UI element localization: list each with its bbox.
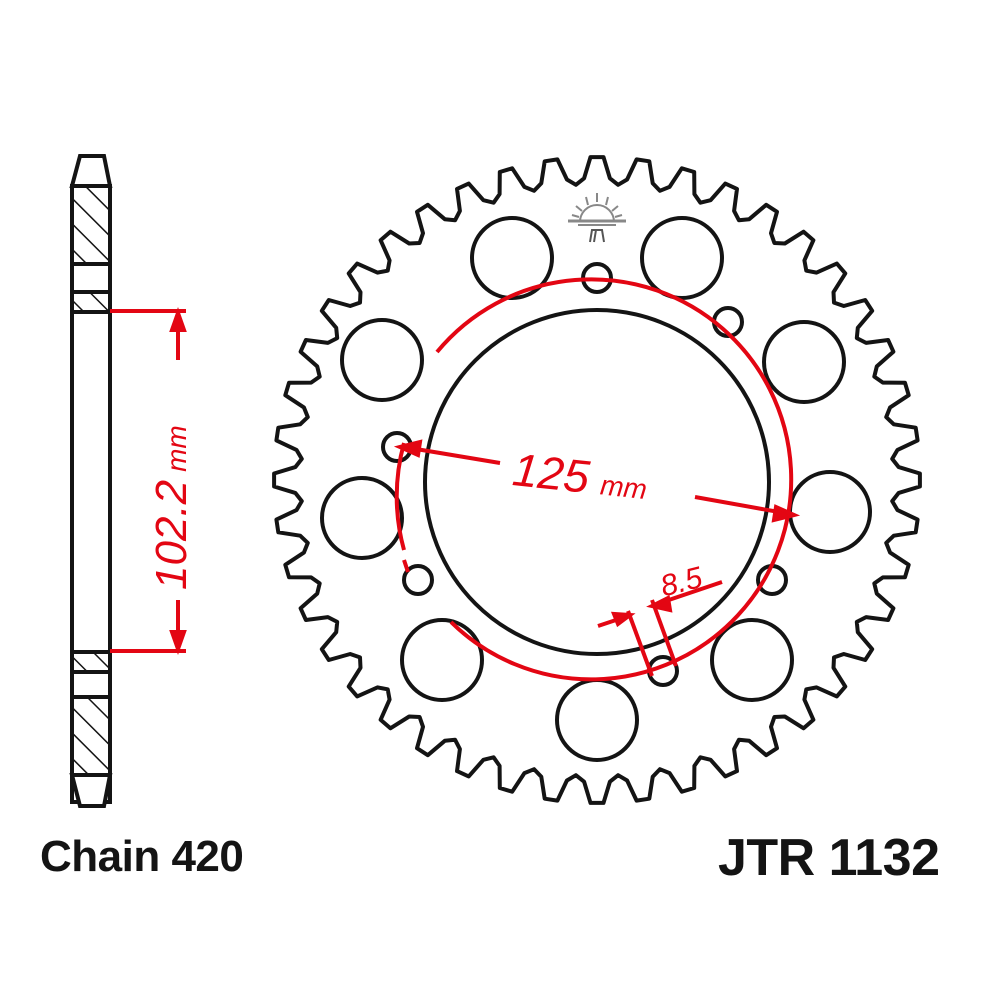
width-dimension [110, 306, 187, 656]
sprocket-teeth-outline [272, 155, 922, 805]
lightening-hole [340, 318, 424, 402]
chain-size-label: Chain 420 [40, 832, 244, 881]
hatch-upper-hub [70, 290, 112, 314]
lightening-hole [555, 678, 639, 762]
part-number-label: JTR 1132 [718, 829, 940, 887]
hatch-bottom [70, 695, 112, 777]
lightening-hole [320, 476, 404, 560]
jt-sunrise-logo-icon [568, 193, 626, 243]
hatch-lower-hub [70, 650, 112, 674]
profile-top-tip [69, 154, 113, 188]
lightening-hole [710, 618, 794, 702]
width-dimension-label: 102.2mm [147, 425, 196, 590]
bolt-hole-dimension [597, 580, 723, 677]
hatch-top [70, 184, 112, 266]
profile-bottom-tip [69, 773, 113, 808]
pcd-dimension [393, 439, 801, 523]
side-profile [69, 154, 113, 808]
lightening-hole [470, 216, 554, 300]
lightening-hole [762, 320, 846, 404]
lightening-hole [640, 216, 724, 300]
bolt-hole-dimension-label: 8.5 [657, 561, 706, 603]
bolt-hole [402, 564, 434, 596]
center-bore [423, 308, 771, 656]
lightening-hole [788, 470, 872, 554]
lightening-hole [400, 618, 484, 702]
pcd-circle [394, 277, 794, 682]
